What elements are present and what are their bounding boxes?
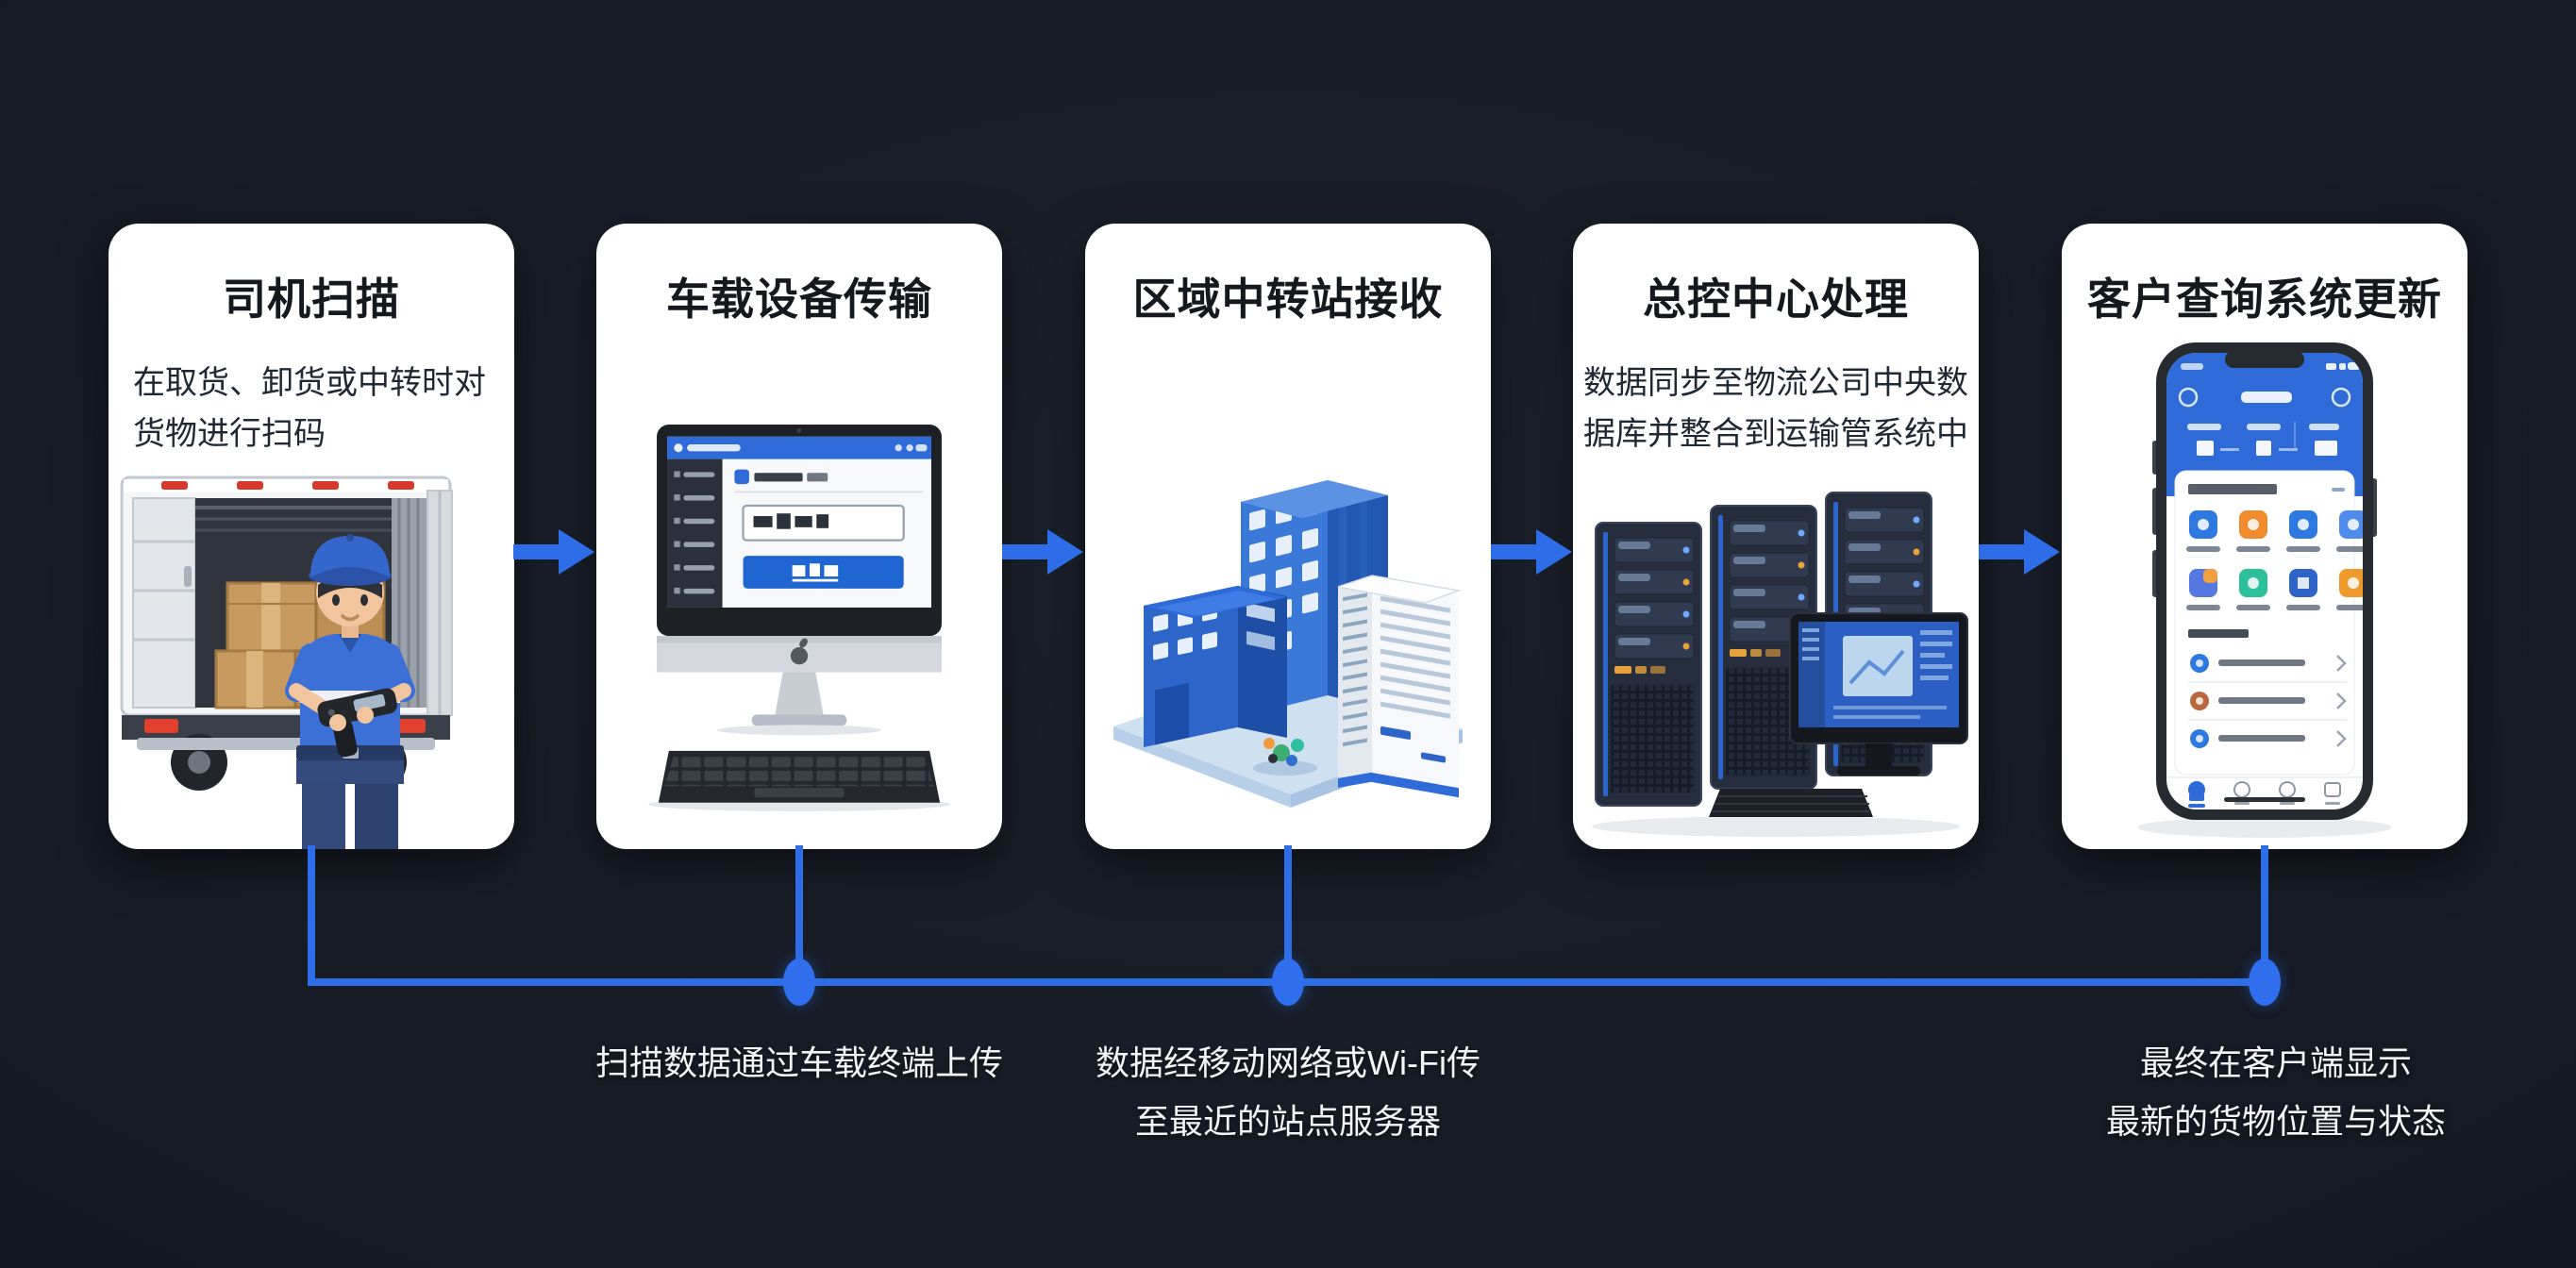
step-card-control-center: 总控中心处理 数据同步至物流公司中央数 据库并整合到运输管系统中 bbox=[1573, 224, 1979, 849]
desc-line: 货物进行扫码 bbox=[133, 416, 326, 453]
junction-dot-icon bbox=[1272, 959, 1304, 1006]
caption-line: 数据经移动网络或Wi-Fi传 bbox=[1096, 1043, 1480, 1082]
truck-worker-illustration bbox=[120, 476, 453, 849]
junction-dot-icon bbox=[783, 959, 815, 1006]
small-keyboard-icon bbox=[1709, 789, 1873, 817]
step-card-hub-receive: 区域中转站接收 bbox=[1085, 224, 1491, 849]
imac-terminal-illustration bbox=[647, 425, 951, 811]
upload-input-field bbox=[742, 504, 905, 542]
step-title: 客户查询系统更新 bbox=[2087, 275, 2442, 324]
apple-logo-icon bbox=[790, 638, 809, 665]
upload-button bbox=[743, 556, 904, 589]
flow-arrow-icon bbox=[1979, 529, 2060, 575]
tracking-list bbox=[2188, 654, 2347, 748]
header-right-icon bbox=[2331, 387, 2351, 408]
caption-line: 至最近的站点服务器 bbox=[1134, 1102, 1441, 1141]
desc-line: 据库并整合到运输管系统中 bbox=[1583, 416, 1968, 453]
timeline-caption: 扫描数据通过车载终端上传 bbox=[568, 1034, 1030, 1093]
plants-icon bbox=[1253, 738, 1317, 776]
monitor-stand bbox=[775, 672, 824, 715]
step-title: 区域中转站接收 bbox=[1132, 275, 1444, 324]
step-card-customer-query: 客户查询系统更新 bbox=[2062, 224, 2467, 849]
step-description: 数据同步至物流公司中央数 据库并整合到运输管系统中 bbox=[1573, 358, 1979, 460]
home-indicator bbox=[2224, 797, 2305, 802]
step-description: 在取货、卸货或中转时对 货物进行扫码 bbox=[109, 358, 514, 460]
step-title: 总控中心处理 bbox=[1643, 275, 1909, 324]
step-title: 司机扫描 bbox=[223, 275, 400, 324]
server-rack-icon bbox=[1595, 522, 1702, 807]
phone-notch bbox=[2225, 351, 2304, 368]
desc-line: 数据同步至物流公司中央数 bbox=[1583, 365, 1968, 401]
step-title: 车载设备传输 bbox=[666, 275, 932, 324]
smartphone-icon bbox=[2152, 342, 2377, 820]
connector-drop-line bbox=[308, 845, 315, 982]
connector-drop-line bbox=[1284, 845, 1292, 982]
desc-line: 在取货、卸货或中转时对 bbox=[133, 365, 486, 401]
flow-arrow-icon bbox=[1491, 529, 1572, 575]
caption-line: 最新的货物位置与状态 bbox=[2105, 1102, 2446, 1141]
worker-cap-icon bbox=[309, 534, 392, 586]
chevron-right-icon bbox=[2336, 655, 2347, 672]
buildings-illustration bbox=[1113, 480, 1463, 808]
server-racks-illustration bbox=[1592, 492, 1968, 837]
keyboard-icon bbox=[647, 750, 951, 811]
flow-arrow-icon bbox=[513, 529, 594, 575]
delivery-worker-icon bbox=[285, 534, 415, 849]
phone-app-illustration bbox=[2137, 342, 2392, 838]
tab-bar bbox=[2166, 776, 2363, 808]
desktop-monitor-icon bbox=[657, 425, 942, 673]
caption-line: 最终在客户端显示 bbox=[2139, 1043, 2412, 1082]
header-left-icon bbox=[2178, 387, 2199, 408]
caption-line: 扫描数据通过车载终端上传 bbox=[594, 1043, 1003, 1082]
timeline-caption: 数据经移动网络或Wi-Fi传 至最近的站点服务器 bbox=[1066, 1034, 1510, 1151]
dashboard-monitor-icon bbox=[1789, 612, 1968, 776]
connector-drop-line bbox=[2261, 845, 2268, 982]
flow-arrow-icon bbox=[1002, 529, 1083, 575]
chevron-right-icon bbox=[2336, 730, 2347, 747]
server-tower-building-icon bbox=[1337, 575, 1462, 798]
app-icon-grid bbox=[2186, 510, 2363, 610]
step-card-driver-scan: 司机扫描 在取货、卸货或中转时对 货物进行扫码 bbox=[109, 224, 514, 849]
short-building-icon bbox=[1144, 585, 1287, 747]
delivery-truck-icon bbox=[120, 476, 453, 791]
junction-dot-icon bbox=[2249, 959, 2281, 1006]
chevron-right-icon bbox=[2336, 692, 2347, 709]
sidebar-menu-lines bbox=[674, 471, 715, 594]
timeline-caption: 最终在客户端显示 最新的货物位置与状态 bbox=[2045, 1034, 2507, 1151]
connector-drop-line bbox=[795, 845, 803, 982]
step-card-vehicle-transmit: 车载设备传输 bbox=[596, 224, 1002, 849]
